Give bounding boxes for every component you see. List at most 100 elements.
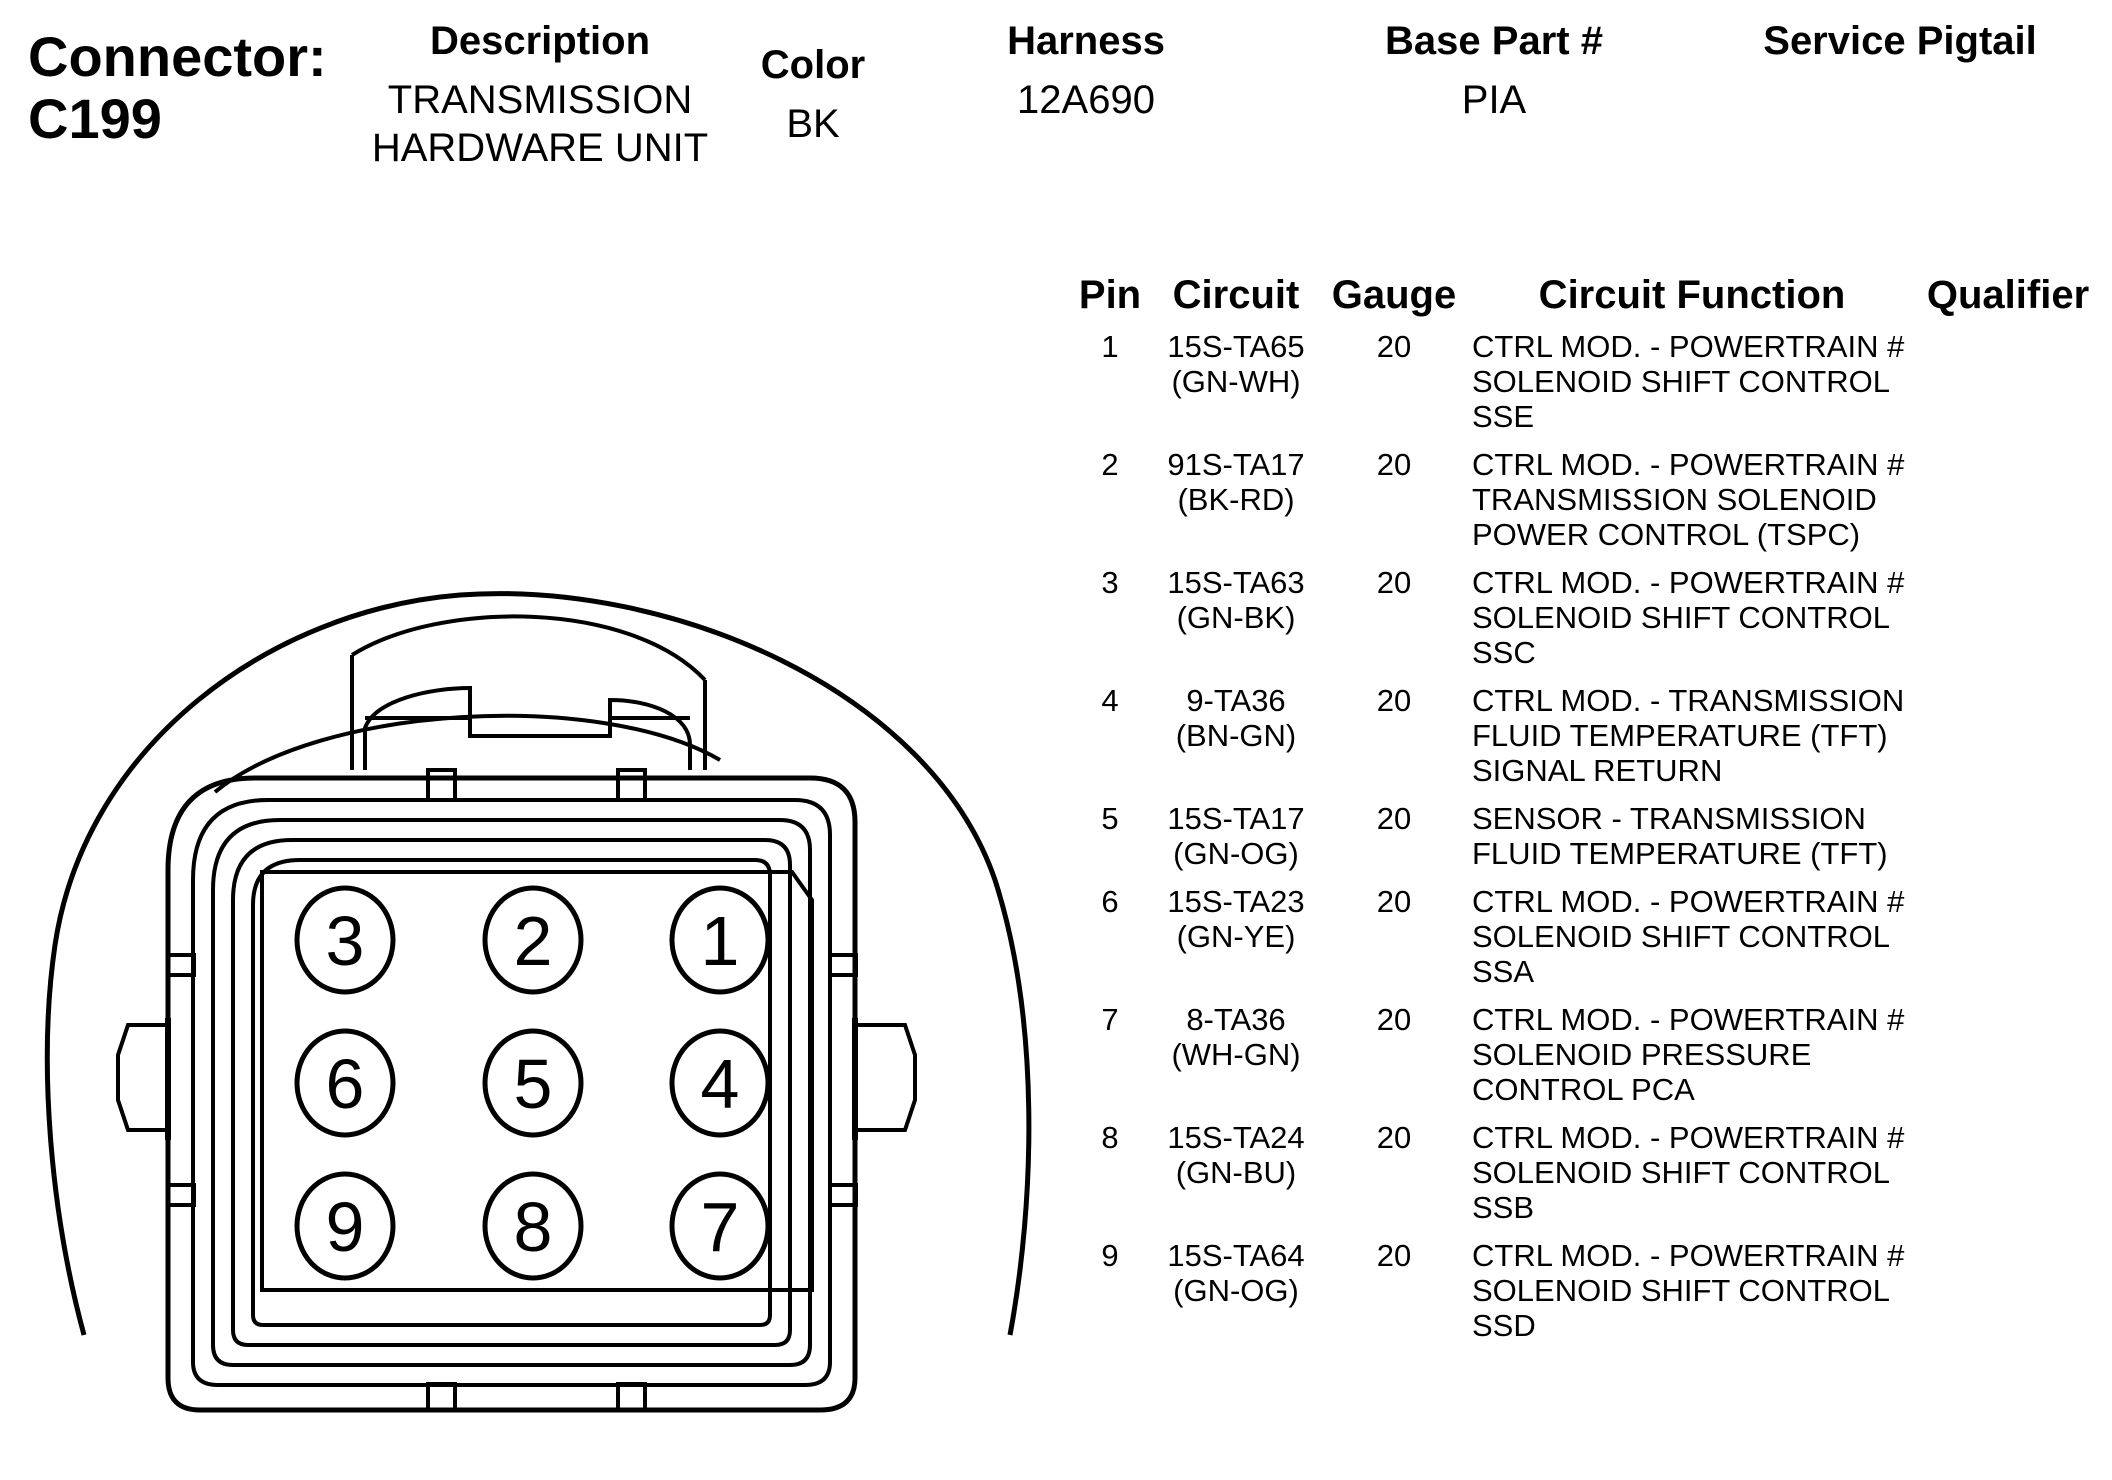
pin-5: 5 [482,1028,584,1138]
base-part-title: Base Part # [1385,19,1603,63]
gauge-cell: 20 [1376,683,1412,718]
pin-circle [294,1171,396,1281]
connector-id: C199 [28,87,162,150]
column-header-function: Circuit Function [1538,273,1846,317]
gauge-cell: 20 [1376,1002,1412,1037]
top-slot-left [426,768,457,802]
connector-body-ring-4 [251,858,772,1327]
function-cell: CTRL MOD. - POWERTRAIN #SOLENOID PRESSUR… [1472,1002,1905,1107]
gauge-cell: 20 [1376,447,1412,482]
color-title: Color [760,43,866,87]
column-header-circuit: Circuit [1172,273,1300,317]
circuit-cell: 15S-TA63(GN-BK) [1167,565,1305,635]
right-side-slot-top [828,953,858,977]
pin-circle [294,885,396,995]
gauge-cell: 20 [1376,329,1412,364]
description-value: TRANSMISSION HARDWARE UNIT [372,76,708,172]
circuit-cell: 15S-TA24(GN-BU) [1167,1120,1305,1190]
pin-number-label: 6 [326,1045,365,1123]
pin-1: 1 [669,885,771,995]
left-side-slot-bottom [166,1183,196,1207]
pin-cell: 9 [1101,1238,1119,1273]
pin-cell: 3 [1101,565,1119,600]
connector-label: Connector: [28,25,327,88]
circuit-cell: 91S-TA17(BK-RD) [1167,447,1305,517]
pin-number-label: 9 [326,1188,365,1266]
gauge-cell: 20 [1376,801,1412,836]
gauge-cell: 20 [1376,565,1412,600]
pin-3: 3 [294,885,396,995]
gauge-cell: 20 [1376,1120,1412,1155]
circuit-cell: 15S-TA17(GN-OG) [1167,801,1305,871]
pin-circle [669,1171,771,1281]
pin-4: 4 [669,1028,771,1138]
pin-number-label: 1 [701,902,740,980]
connector-face-diagram: 3 2 1 6 5 4 9 8 7 [44,591,1032,1413]
top-slot-right [616,768,647,802]
pin-circle [482,885,584,995]
pin-number-label: 7 [701,1188,740,1266]
color-value: BK [786,102,840,146]
column-header-pin: Pin [1078,273,1142,317]
circuit-cell: 15S-TA23(GN-YE) [1167,884,1305,954]
pin-2: 2 [482,885,584,995]
pin-8: 8 [482,1171,584,1281]
pin-circle [669,1028,771,1138]
pin-cavity-area [260,870,814,1292]
pin-circle [294,1028,396,1138]
pin-cell: 5 [1101,801,1119,836]
service-pigtail-title: Service Pigtail [1763,19,2037,63]
pin-cell: 2 [1101,447,1119,482]
pin-number-label: 3 [326,902,365,980]
side-latch-right [855,1023,917,1132]
connector-body-ring-3 [231,838,792,1347]
circuit-cell: 9-TA36(BN-GN) [1175,683,1297,753]
side-latch-left [116,1023,168,1132]
gauge-cell: 20 [1376,884,1412,919]
circuit-cell: 15S-TA64(GN-OG) [1167,1238,1305,1308]
pin-cell: 6 [1101,884,1119,919]
pin-cell: 8 [1101,1120,1119,1155]
function-cell: CTRL MOD. - POWERTRAIN #SOLENOID SHIFT C… [1472,1120,1905,1225]
connector-body-ring-2 [211,818,812,1367]
connector-body-outer [165,775,858,1413]
function-cell: CTRL MOD. - POWERTRAIN #TRANSMISSION SOL… [1472,447,1905,552]
description-line: HARDWARE UNIT [371,126,709,170]
harness-title: Harness [1007,19,1165,63]
left-side-slot-top [166,953,196,977]
column-header-gauge: Gauge [1331,273,1457,317]
connector-title: Connector: C199 [28,26,327,150]
pin-number-label: 2 [514,902,553,980]
connector-body-ring-1 [191,798,832,1387]
function-cell: CTRL MOD. - POWERTRAIN #SOLENOID SHIFT C… [1472,565,1905,670]
pin-7: 7 [669,1171,771,1281]
pin-circle [482,1028,584,1138]
column-header-qualifier: Qualifier [1926,273,2090,317]
harness-value: 12A690 [1017,78,1155,122]
pin-number-label: 4 [701,1045,740,1123]
connector-housing-outline [44,591,1032,1336]
pin-cell: 1 [1101,329,1119,364]
base-part-value: PIA [1461,78,1527,122]
latch-shroud-inner [350,614,707,682]
description-line: TRANSMISSION [387,78,693,122]
bottom-slot-left [426,1382,457,1412]
right-side-slot-bottom [828,1183,858,1207]
function-cell: CTRL MOD. - POWERTRAIN #SOLENOID SHIFT C… [1472,329,1905,434]
bottom-slot-right [616,1382,647,1412]
pin-circle [669,885,771,995]
function-cell: CTRL MOD. - POWERTRAIN #SOLENOID SHIFT C… [1472,884,1905,989]
circuit-cell: 15S-TA65(GN-WH) [1167,329,1305,399]
function-cell: CTRL MOD. - POWERTRAIN #SOLENOID SHIFT C… [1472,1238,1905,1343]
pin-9: 9 [294,1171,396,1281]
pin-number-label: 5 [514,1045,553,1123]
pin-group: 3 2 1 6 5 4 9 8 7 [294,885,771,1281]
pin-circle [482,1171,584,1281]
description-title: Description [429,19,651,63]
pin-6: 6 [294,1028,396,1138]
pin-number-label: 8 [514,1188,553,1266]
pin-cell: 4 [1101,683,1119,718]
pin-cell: 7 [1101,1002,1119,1037]
